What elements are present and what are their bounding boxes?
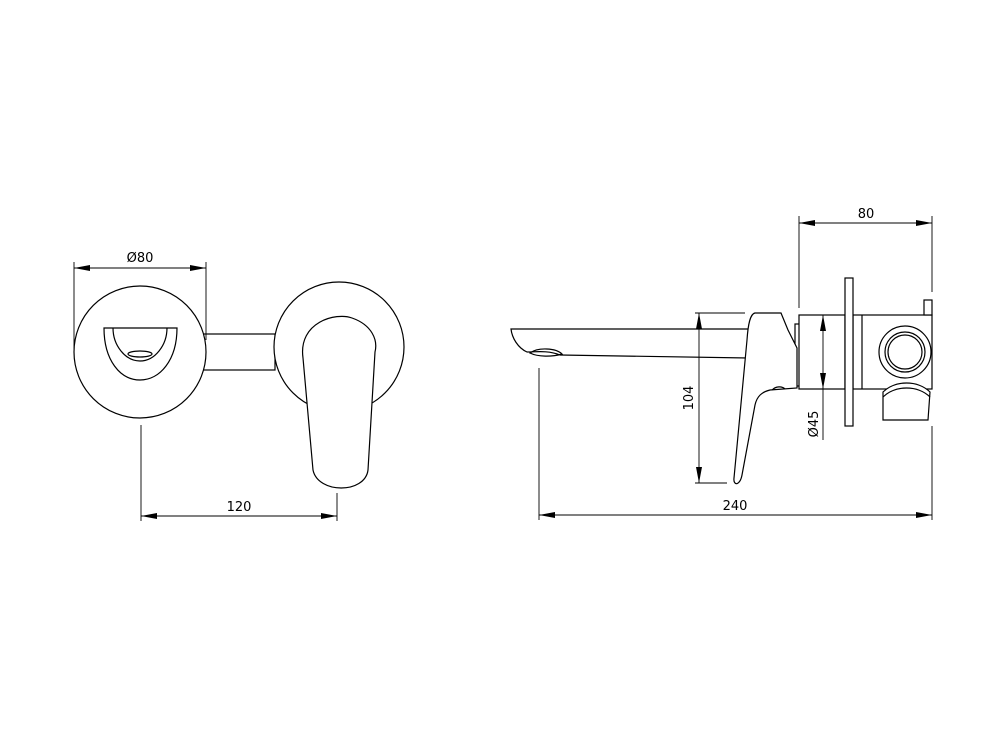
- spout-outlet: [528, 348, 564, 357]
- lever-handle: [733, 312, 798, 485]
- spout-inner: [112, 327, 168, 362]
- diameter-label: Ø80: [127, 251, 154, 266]
- mixer-handle: [302, 315, 377, 489]
- front-view: Ø80 120: [73, 251, 405, 521]
- connecting-pipe: [202, 333, 276, 371]
- bottom-fitting: [882, 382, 931, 421]
- spout-escutcheon: [73, 285, 207, 419]
- body-diameter-label: Ø45: [807, 411, 822, 438]
- outlet-ring-outer: [878, 325, 932, 379]
- height-label: 104: [682, 386, 697, 411]
- spout-outlet: [127, 350, 153, 358]
- wall-flange: [844, 277, 854, 427]
- rear-tab: [923, 299, 933, 316]
- length-label: 240: [723, 499, 748, 514]
- side-view: 80 104 Ø45 240: [510, 207, 933, 520]
- depth-label: 80: [858, 207, 875, 222]
- spout: [510, 328, 753, 359]
- spacing-label: 120: [227, 500, 252, 515]
- spout-outer: [103, 327, 178, 381]
- rear-body: [852, 314, 933, 390]
